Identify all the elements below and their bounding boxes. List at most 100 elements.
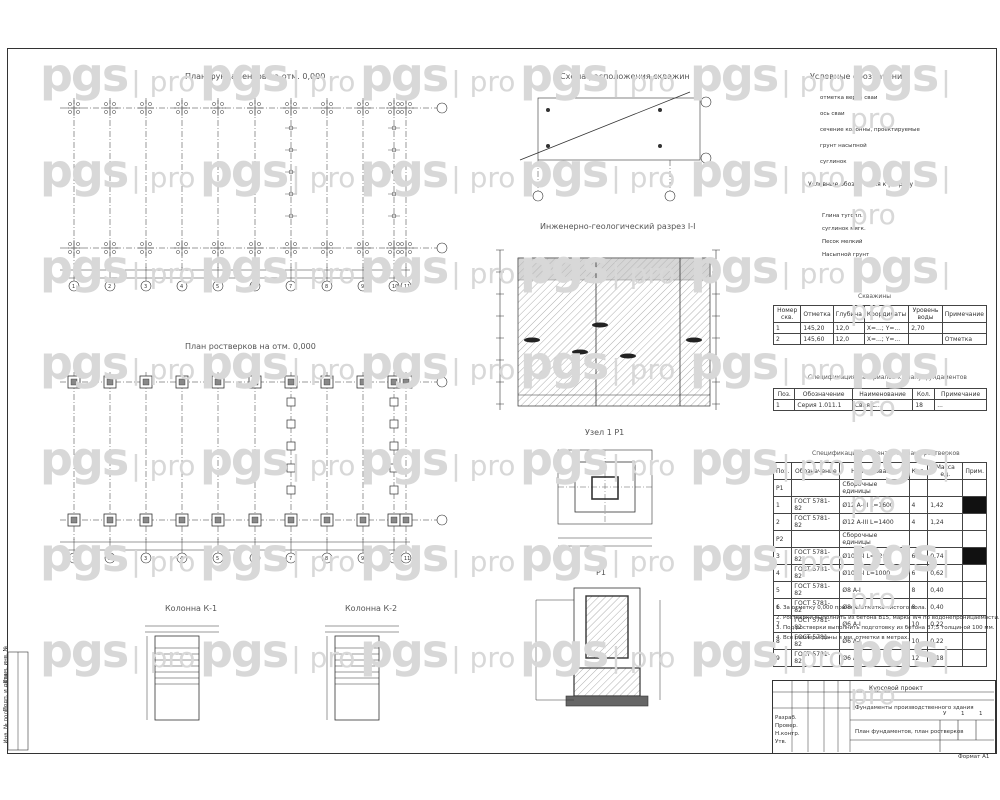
axis-label: 4 — [180, 284, 183, 290]
column-section — [287, 378, 295, 386]
pile — [68, 102, 72, 106]
pile — [184, 250, 188, 254]
stamp-role: Разраб. — [775, 715, 797, 721]
pile — [76, 110, 80, 114]
axis-marker — [700, 152, 712, 164]
stamp-stage: У — [943, 711, 947, 717]
pile — [365, 250, 369, 254]
pile — [184, 110, 188, 114]
pile — [76, 242, 80, 246]
pile — [148, 250, 152, 254]
plan1-title: План фундаментов на отм. 0,000 — [185, 72, 326, 81]
pile — [285, 110, 289, 114]
axis-label: 2 — [108, 284, 111, 290]
pile — [140, 110, 144, 114]
borehole — [658, 108, 662, 112]
format-label: Формат А1 — [958, 754, 990, 760]
column-section — [359, 378, 367, 386]
axis-marker — [436, 242, 448, 254]
axis-label: 11 — [404, 284, 410, 290]
column-section — [323, 516, 331, 524]
axis-label: 7 — [289, 284, 292, 290]
pile — [140, 250, 144, 254]
column-section — [214, 378, 222, 386]
column-section — [214, 516, 222, 524]
axis-label: 1 — [72, 556, 75, 562]
pile — [285, 242, 289, 246]
axis-marker — [664, 190, 676, 202]
scheme-outline — [537, 97, 701, 161]
column-section — [402, 378, 410, 386]
pile — [408, 102, 412, 106]
stamp-role: Утв. — [775, 739, 787, 745]
grillage — [389, 441, 399, 451]
lens — [592, 322, 608, 328]
pile — [112, 102, 116, 106]
pile — [400, 110, 404, 114]
pile — [76, 102, 80, 106]
pile — [329, 250, 333, 254]
column-section — [106, 378, 114, 386]
axis-label: 5 — [216, 556, 219, 562]
axis-marker — [436, 102, 448, 114]
pile — [357, 102, 361, 106]
column2-title: Колонна К-2 — [345, 604, 398, 613]
pile — [140, 242, 144, 246]
column-section — [251, 516, 259, 524]
pile — [293, 250, 297, 254]
column-section — [178, 378, 186, 386]
column-section — [178, 516, 186, 524]
pile — [365, 102, 369, 106]
scheme-title: Схема расположения скважин — [560, 72, 690, 81]
pile — [408, 242, 412, 246]
stamp-project: Курсовой проект — [869, 685, 923, 692]
pile — [365, 110, 369, 114]
lens — [572, 349, 588, 355]
legend-title: Условные обозначения — [810, 72, 908, 81]
geo-layer — [517, 257, 711, 281]
column-section — [142, 378, 150, 386]
pile — [140, 102, 144, 106]
pile — [148, 110, 152, 114]
axis-label: 1 — [72, 284, 75, 290]
pile — [212, 110, 216, 114]
pile — [400, 102, 404, 106]
strip-label: Взам. инв. № — [3, 645, 10, 684]
column-section — [390, 378, 398, 386]
axis-label: 2 — [108, 556, 111, 562]
pile — [220, 102, 224, 106]
grillage — [286, 397, 296, 407]
pile — [357, 242, 361, 246]
geo-section — [517, 257, 711, 407]
pile — [329, 102, 333, 106]
pile — [400, 250, 404, 254]
pile — [388, 250, 392, 254]
pile — [293, 242, 297, 246]
detail2-title: Р1 — [596, 568, 606, 577]
pile — [257, 110, 261, 114]
plan2-title: План ростверков на отм. 0,000 — [185, 342, 316, 351]
section-line — [519, 91, 691, 161]
pile — [400, 242, 404, 246]
pile — [321, 242, 325, 246]
pile — [184, 242, 188, 246]
stamp-role: Провер. — [775, 723, 798, 729]
concrete-prep — [565, 695, 649, 707]
pile — [249, 102, 253, 106]
pile — [388, 102, 392, 106]
pile — [321, 110, 325, 114]
sheet-frame — [7, 48, 997, 754]
pile — [257, 242, 261, 246]
axis-label: 6 — [253, 284, 256, 290]
